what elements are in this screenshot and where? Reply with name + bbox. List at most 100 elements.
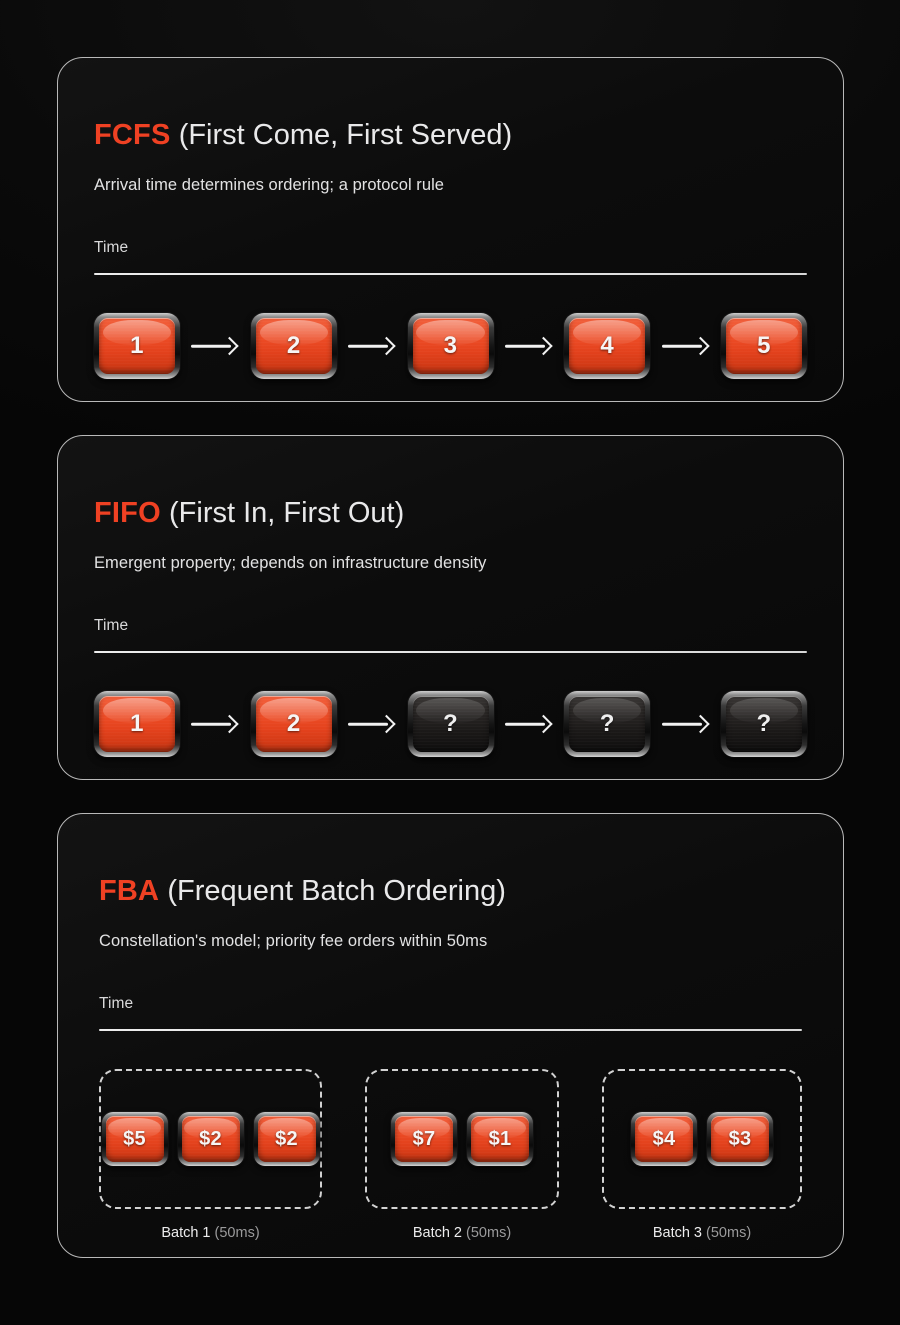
time-label: Time bbox=[94, 239, 129, 257]
batch-caption: Batch 2 (50ms) bbox=[413, 1225, 511, 1241]
keycap-label: 1 bbox=[130, 710, 144, 738]
keycap-label: ? bbox=[599, 710, 615, 738]
fee-label: $3 bbox=[728, 1127, 752, 1150]
fee-label: $1 bbox=[488, 1127, 512, 1150]
timeline-rule bbox=[94, 273, 807, 276]
keycap-surface: 2 bbox=[255, 318, 332, 375]
time-label: Time bbox=[94, 617, 129, 635]
fee-keycap[interactable]: $2 bbox=[177, 1112, 244, 1167]
arrow-right-icon bbox=[503, 336, 555, 356]
card-fba-title: FBA (Frequent Batch Ordering) bbox=[99, 875, 802, 908]
fee-label: $5 bbox=[123, 1127, 146, 1150]
card-fifo-subtitle: Emergent property; depends on infrastruc… bbox=[94, 554, 487, 573]
keycap[interactable]: 2 bbox=[250, 691, 337, 758]
card-fcfs-full-name: (First Come, First Served) bbox=[178, 119, 513, 152]
keycap-label: ? bbox=[756, 710, 772, 738]
keycap-label: 1 bbox=[130, 332, 144, 360]
fee-label: $2 bbox=[199, 1127, 222, 1150]
keycap-unknown[interactable]: ? bbox=[721, 691, 807, 758]
keycap-surface: $7 bbox=[395, 1116, 453, 1163]
arrow-right-icon bbox=[189, 714, 241, 734]
timeline-rule bbox=[94, 651, 807, 654]
batch-duration: (50ms) bbox=[466, 1225, 512, 1242]
keycap[interactable]: 1 bbox=[94, 691, 180, 758]
fee-keycap[interactable]: $1 bbox=[467, 1112, 533, 1167]
batch-name: Batch 3 bbox=[652, 1225, 702, 1242]
keycap-label: 5 bbox=[757, 332, 771, 360]
batch-box: $7 $1 bbox=[365, 1069, 559, 1210]
card-fcfs-abbr: FCFS bbox=[94, 119, 171, 152]
arrow-right-icon bbox=[660, 714, 712, 734]
keycap-surface: $2 bbox=[257, 1116, 316, 1163]
batch-name: Batch 2 bbox=[412, 1225, 462, 1242]
keycap-surface: $1 bbox=[471, 1116, 529, 1163]
fee-label: $2 bbox=[275, 1127, 298, 1150]
arrow-right-icon bbox=[346, 336, 398, 356]
card-fifo-abbr: FIFO bbox=[94, 497, 161, 530]
batch-duration: (50ms) bbox=[214, 1225, 260, 1242]
batch-group: $5 $2 $2 Batch 1 (50ms) bbox=[99, 1069, 322, 1241]
card-fifo-full-name: (First In, First Out) bbox=[169, 497, 405, 530]
keycap[interactable]: 4 bbox=[564, 313, 651, 380]
keycap[interactable]: 3 bbox=[407, 313, 494, 380]
card-fcfs: FCFS (First Come, First Served) Arrival … bbox=[57, 57, 844, 402]
keycap-surface: 3 bbox=[412, 318, 489, 375]
card-fba-time-axis: Time bbox=[99, 995, 802, 1032]
card-fcfs-subtitle: Arrival time determines ordering; a prot… bbox=[94, 176, 445, 195]
fee-label: $4 bbox=[652, 1127, 676, 1150]
keycap-surface: $3 bbox=[711, 1116, 769, 1163]
batch-group: $7 $1 Batch 2 (50ms) bbox=[365, 1069, 559, 1241]
keycap-label: 2 bbox=[286, 332, 301, 360]
keycap-unknown[interactable]: ? bbox=[564, 691, 651, 758]
keycap-surface: ? bbox=[412, 696, 489, 753]
keycap-surface: $4 bbox=[635, 1116, 693, 1163]
keycap-surface: ? bbox=[726, 696, 802, 753]
ordering-models-stack: FCFS (First Come, First Served) Arrival … bbox=[57, 57, 844, 1258]
keycap-surface: 1 bbox=[99, 696, 175, 753]
arrow-right-icon bbox=[660, 336, 712, 356]
batch-name: Batch 1 bbox=[161, 1225, 211, 1242]
card-fba-batch-row: $5 $2 $2 Batch 1 (50ms) bbox=[99, 1069, 802, 1241]
fee-keycap[interactable]: $2 bbox=[253, 1112, 320, 1167]
card-fcfs-key-flow: 1 2 3 bbox=[94, 313, 807, 380]
batch-box: $4 $3 bbox=[602, 1069, 802, 1210]
keycap-label: 3 bbox=[443, 332, 458, 360]
keycap-label: ? bbox=[443, 710, 458, 738]
batch-duration: (50ms) bbox=[706, 1225, 752, 1242]
timeline-rule bbox=[99, 1029, 802, 1032]
batch-caption: Batch 3 (50ms) bbox=[653, 1225, 751, 1241]
card-fba: FBA (Frequent Batch Ordering) Constellat… bbox=[57, 813, 844, 1258]
keycap[interactable]: 2 bbox=[250, 313, 337, 380]
fee-keycap[interactable]: $4 bbox=[631, 1112, 697, 1167]
keycap-surface: 5 bbox=[726, 318, 802, 375]
card-fba-full-name: (Frequent Batch Ordering) bbox=[167, 875, 506, 908]
keycap-surface: ? bbox=[569, 696, 646, 753]
keycap-label: 2 bbox=[286, 710, 301, 738]
keycap[interactable]: 1 bbox=[94, 313, 180, 380]
keycap-surface: 1 bbox=[99, 318, 175, 375]
keycap-label: 4 bbox=[600, 332, 615, 360]
fee-keycap[interactable]: $3 bbox=[707, 1112, 773, 1167]
keycap-unknown[interactable]: ? bbox=[407, 691, 494, 758]
batch-group: $4 $3 Batch 3 (50ms) bbox=[602, 1069, 802, 1241]
batch-box: $5 $2 $2 bbox=[99, 1069, 322, 1210]
fee-keycap[interactable]: $5 bbox=[101, 1112, 168, 1167]
card-fifo: FIFO (First In, First Out) Emergent prop… bbox=[57, 435, 844, 780]
keycap-surface: $5 bbox=[105, 1116, 164, 1163]
time-label: Time bbox=[99, 995, 134, 1013]
keycap[interactable]: 5 bbox=[721, 313, 807, 380]
card-fba-abbr: FBA bbox=[99, 875, 160, 908]
arrow-right-icon bbox=[346, 714, 398, 734]
fee-label: $7 bbox=[412, 1127, 436, 1150]
arrow-right-icon bbox=[503, 714, 555, 734]
card-fcfs-time-axis: Time bbox=[94, 239, 807, 276]
arrow-right-icon bbox=[189, 336, 241, 356]
batch-caption: Batch 1 (50ms) bbox=[161, 1225, 259, 1241]
keycap-surface: 4 bbox=[569, 318, 646, 375]
keycap-surface: 2 bbox=[255, 696, 332, 753]
fee-keycap[interactable]: $7 bbox=[391, 1112, 457, 1167]
keycap-surface: $2 bbox=[181, 1116, 240, 1163]
card-fifo-time-axis: Time bbox=[94, 617, 807, 654]
card-fifo-key-flow: 1 2 ? bbox=[94, 691, 807, 758]
card-fifo-title: FIFO (First In, First Out) bbox=[94, 497, 807, 530]
